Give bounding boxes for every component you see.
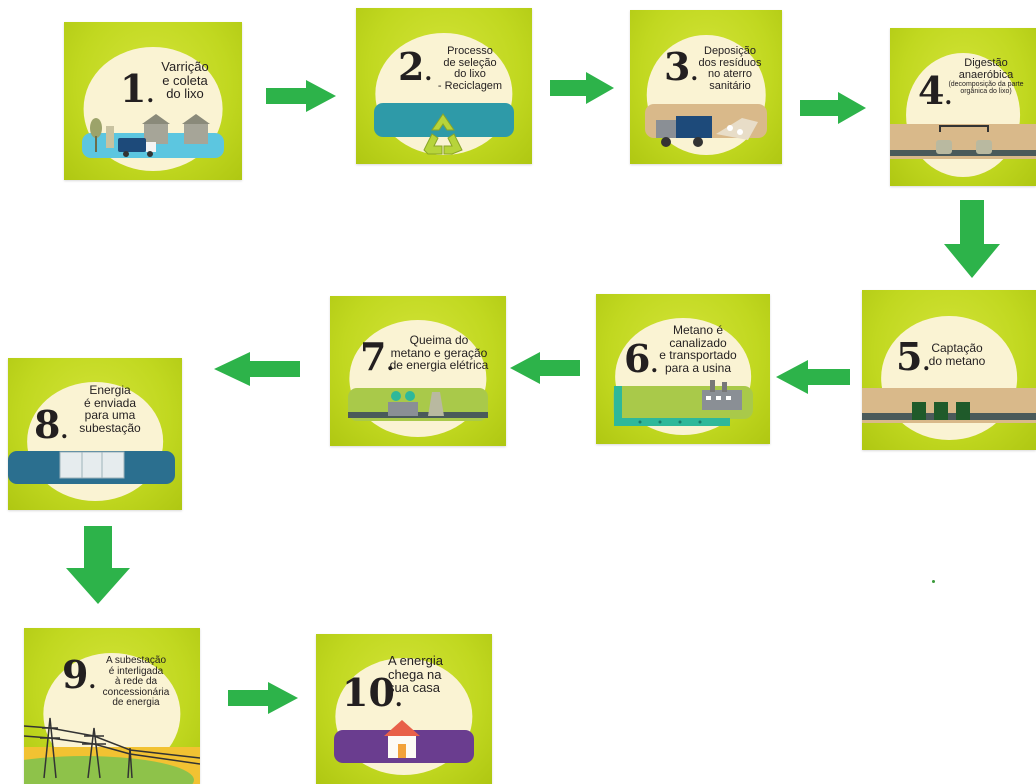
step-card-2: 2 Processo de seleção do lixo - Reciclag… bbox=[356, 8, 532, 164]
step-card-5: 5 Captação do metano bbox=[862, 290, 1036, 450]
arrow-right-icon bbox=[800, 92, 866, 124]
step-number: 2 bbox=[398, 48, 432, 86]
transmission-towers-icon bbox=[24, 717, 200, 784]
ground-line bbox=[862, 413, 1036, 420]
arrow-right-icon bbox=[266, 80, 336, 112]
substation-icon bbox=[59, 451, 125, 479]
ground-line bbox=[890, 149, 1036, 156]
arrow-down-icon bbox=[944, 200, 1000, 278]
garbage-truck-icon bbox=[656, 116, 758, 147]
pipeline-factory-icon bbox=[614, 380, 742, 426]
step-label: Captação do metano bbox=[928, 341, 986, 368]
step-number: 6 bbox=[624, 340, 658, 378]
step-number: 10 bbox=[342, 674, 403, 712]
arrow-left-icon bbox=[510, 352, 580, 384]
step-number: 3 bbox=[664, 48, 698, 86]
step-number: 8 bbox=[34, 406, 68, 444]
street-scene-icon bbox=[90, 114, 210, 157]
arrow-down-icon bbox=[66, 526, 130, 604]
arrow-right-icon bbox=[550, 72, 614, 104]
recycle-icon bbox=[423, 113, 463, 155]
step-card-1: 1 Varrição e coleta do lixo bbox=[64, 22, 242, 180]
digester-tanks-icon bbox=[936, 125, 992, 154]
step-card-6: 6 Metano é canalizado e transportado par… bbox=[596, 294, 770, 444]
step-number: 7 bbox=[360, 338, 394, 376]
arrow-left-icon bbox=[214, 352, 300, 386]
methane-wells-icon bbox=[912, 402, 970, 420]
arrow-left-icon bbox=[776, 360, 850, 394]
house-icon bbox=[384, 720, 420, 758]
step-label: Metano é canalizado e transportado para … bbox=[659, 323, 737, 375]
step-label: A subestação é interligada à rede da con… bbox=[102, 655, 170, 708]
step-card-4: 4 Digestão anaeróbica (decomposição da p… bbox=[890, 28, 1036, 186]
step-label: Queima do metano e geração de energia el… bbox=[389, 333, 489, 373]
step-number: 1 bbox=[120, 70, 154, 108]
step-label: Deposição dos resíduos no aterro sanitár… bbox=[698, 45, 762, 92]
step-number: 5 bbox=[896, 338, 930, 376]
step-card-7: 7 Queima do metano e geração de energia … bbox=[330, 296, 506, 446]
step-number: 9 bbox=[62, 656, 96, 694]
step-card-9: 9 A subestação é interligada à rede da c… bbox=[24, 628, 200, 784]
step-card-3: 3 Deposição dos resíduos no aterro sanit… bbox=[630, 10, 782, 164]
step-card-10: 10 A energia chega na sua casa bbox=[316, 634, 492, 784]
power-plant-icon bbox=[388, 391, 444, 416]
step-label: Varrição e coleta do lixo bbox=[161, 59, 209, 102]
step-number: 4 bbox=[918, 72, 952, 110]
step-label: Processo de seleção do lixo - Reciclagem bbox=[437, 45, 503, 92]
step-label: Digestão anaeróbica (decomposição da par… bbox=[948, 57, 1024, 96]
step-label: Energia é enviada para uma subestação bbox=[79, 383, 141, 435]
arrow-right-icon bbox=[228, 682, 298, 714]
stray-dot bbox=[932, 580, 935, 583]
step-label: A energia chega na sua casa bbox=[388, 653, 443, 696]
step-card-8: 8 Energia é enviada para uma subestação bbox=[8, 358, 182, 510]
